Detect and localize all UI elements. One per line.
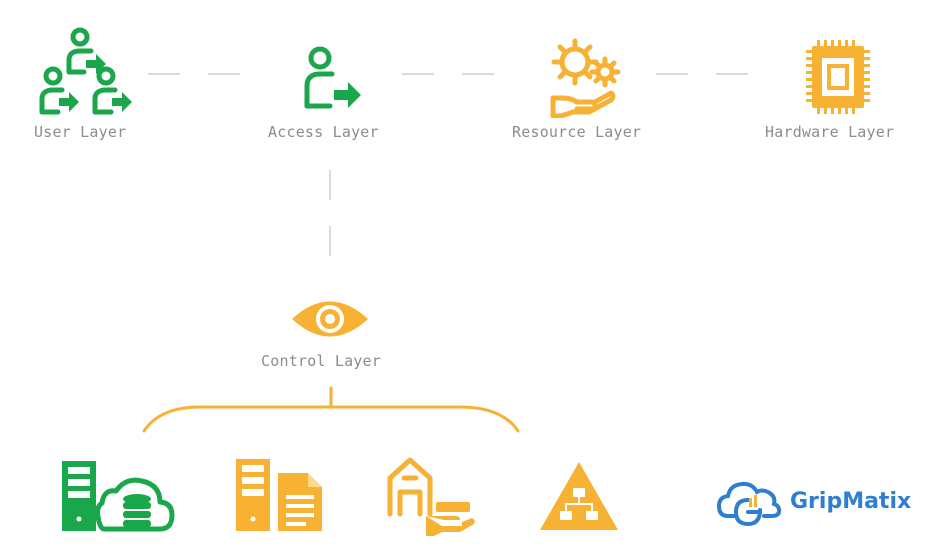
resource-layer-label: Resource Layer (512, 123, 642, 141)
access-layer-label: Access Layer (268, 123, 379, 141)
control-brace (142, 386, 520, 433)
connector-user-access-1 (148, 73, 180, 75)
connector-access-resource-1 (402, 73, 434, 75)
connector-access-control-2 (329, 226, 331, 256)
cpu-chip-icon (806, 40, 870, 114)
control-layer-label: Control Layer (261, 352, 381, 370)
server-document-icon (236, 459, 322, 531)
user-login-icon (304, 46, 361, 109)
gripmatix-logo-icon (716, 481, 782, 527)
connector-access-control-1 (329, 170, 331, 200)
connector-user-access-2 (208, 73, 240, 75)
connector-resource-hardware-2 (716, 73, 748, 75)
gears-hand-icon (550, 38, 621, 118)
eye-icon (292, 301, 368, 337)
gripmatix-brand-name: GripMatix (790, 489, 912, 514)
server-cloud-database-icon (62, 461, 175, 532)
building-hand-icon (387, 457, 475, 536)
hardware-layer-label: Hardware Layer (765, 123, 895, 141)
user-layer-label: User Layer (34, 123, 127, 141)
connector-resource-hardware-1 (656, 73, 688, 75)
connector-access-resource-2 (462, 73, 494, 75)
users-group-icon (39, 27, 132, 115)
pyramid-hierarchy-icon (540, 462, 618, 530)
